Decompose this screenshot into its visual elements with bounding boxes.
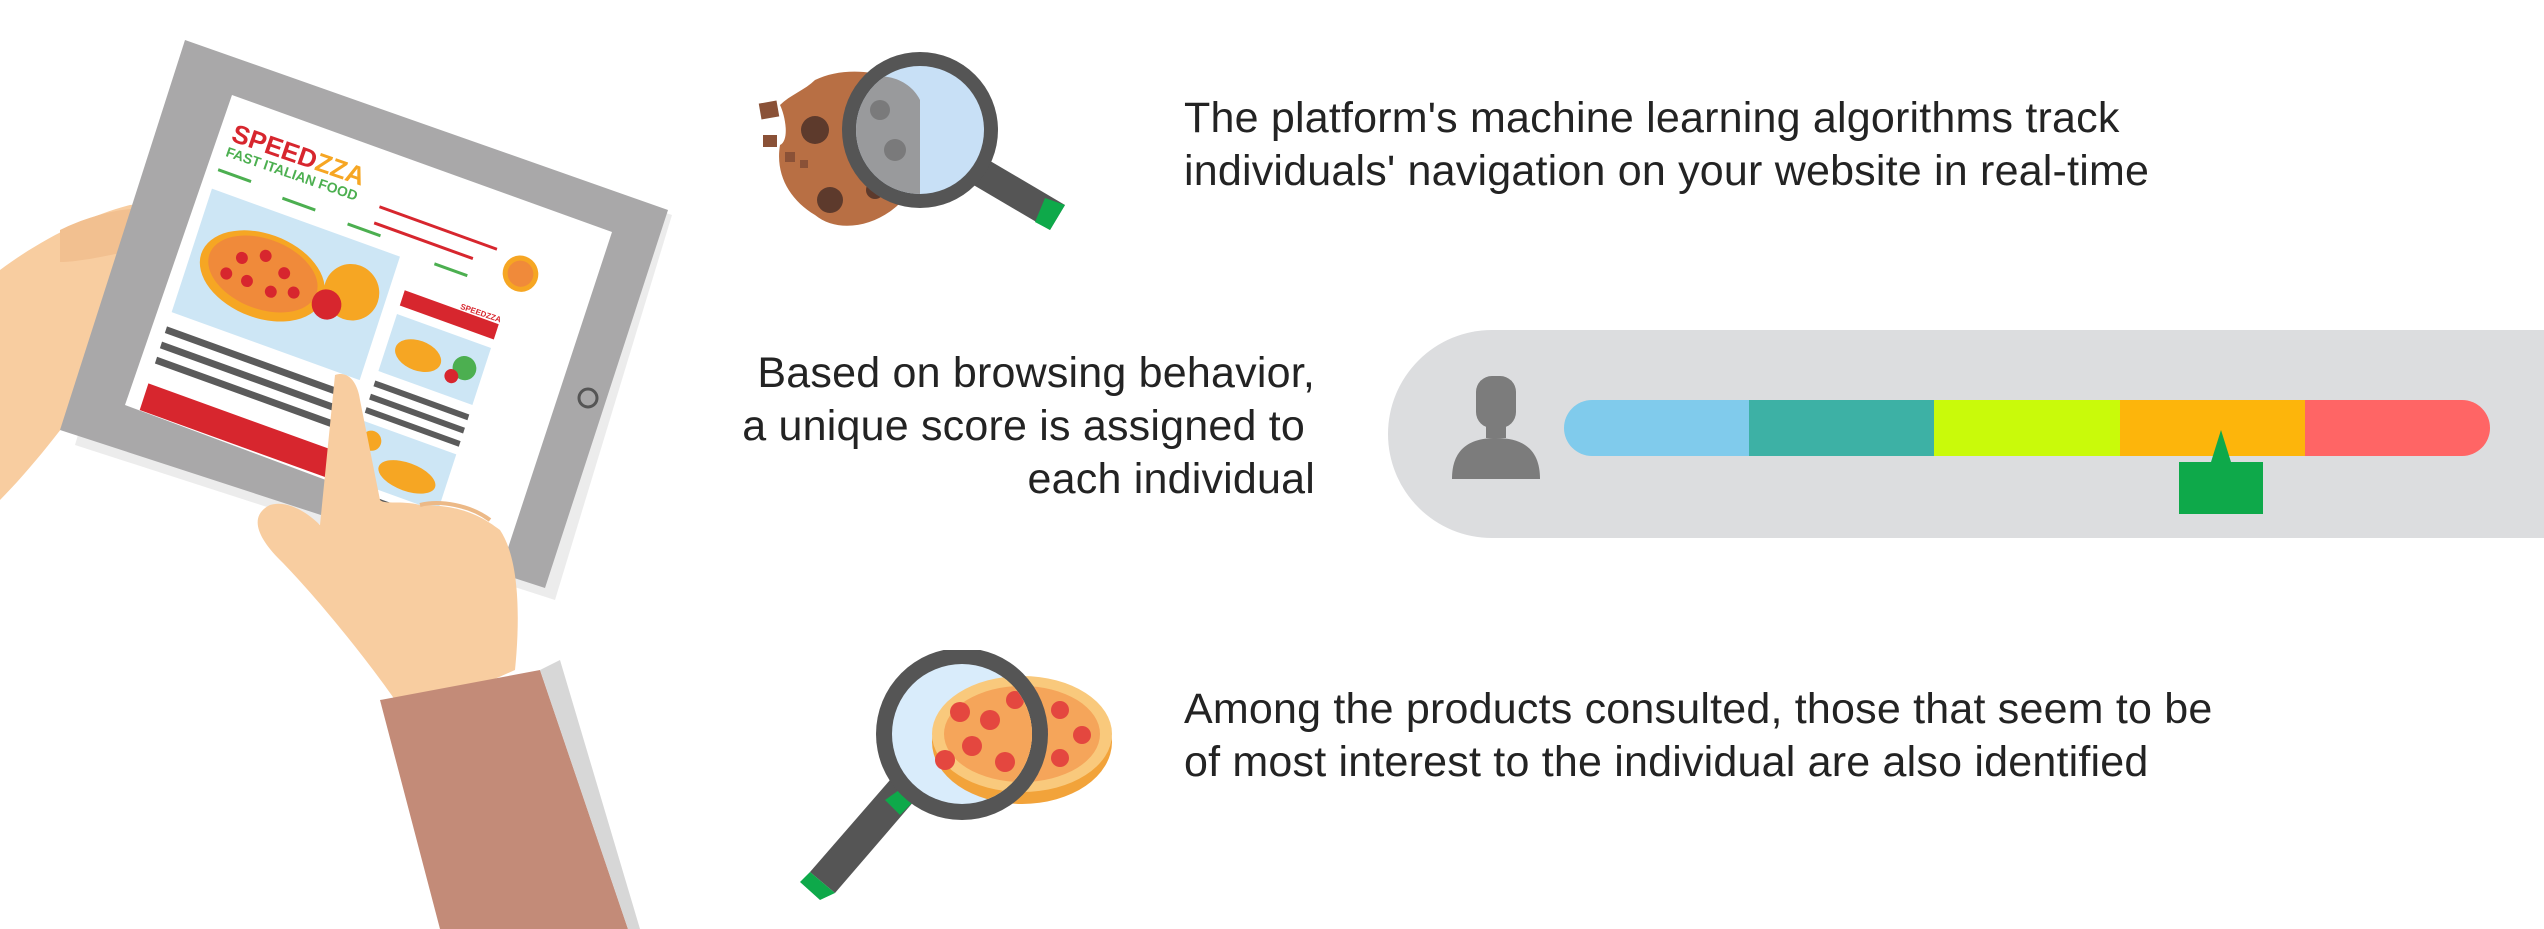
score-segment-1	[1564, 400, 1750, 456]
home-button-icon	[577, 387, 599, 409]
scoring-line-3: each individual	[1027, 455, 1315, 503]
score-panel	[1388, 330, 2544, 538]
tracking-line-1: The platform's machine learning algorith…	[1184, 94, 2120, 142]
scoring-line-1: Based on browsing behavior,	[757, 349, 1315, 397]
tracking-line-2: individuals' navigation on your website …	[1184, 147, 2150, 195]
products-description: Among the products consulted, those that…	[1184, 683, 2213, 789]
scoring-line-2: a unique score is assigned to	[742, 402, 1305, 450]
score-segment-2	[1749, 400, 1935, 456]
tablet-illustration: SPEEDZZA FAST ITALIAN FOOD SPEEDZZA	[0, 0, 680, 929]
scoring-description: Based on browsing behavior, a unique sco…	[640, 347, 1315, 506]
tracking-description: The platform's machine learning algorith…	[1184, 92, 2149, 198]
sleeve	[380, 670, 628, 929]
score-segment-5	[2304, 400, 2490, 456]
score-indicator	[2179, 430, 2264, 514]
score-bar	[1564, 400, 2490, 456]
cookie-magnifier-illustration	[745, 40, 1145, 250]
right-hand	[257, 374, 640, 929]
score-segment-4	[2119, 400, 2305, 456]
magnifier-icon-2	[800, 650, 1048, 900]
products-line-2: of most interest to the individual are a…	[1184, 738, 2149, 786]
score-segment-3	[1934, 400, 2120, 456]
products-line-1: Among the products consulted, those that…	[1184, 685, 2213, 733]
user-silhouette-icon	[1450, 374, 1542, 479]
pizza-magnifier-illustration	[790, 650, 1120, 915]
magnifier-icon	[842, 52, 1065, 230]
